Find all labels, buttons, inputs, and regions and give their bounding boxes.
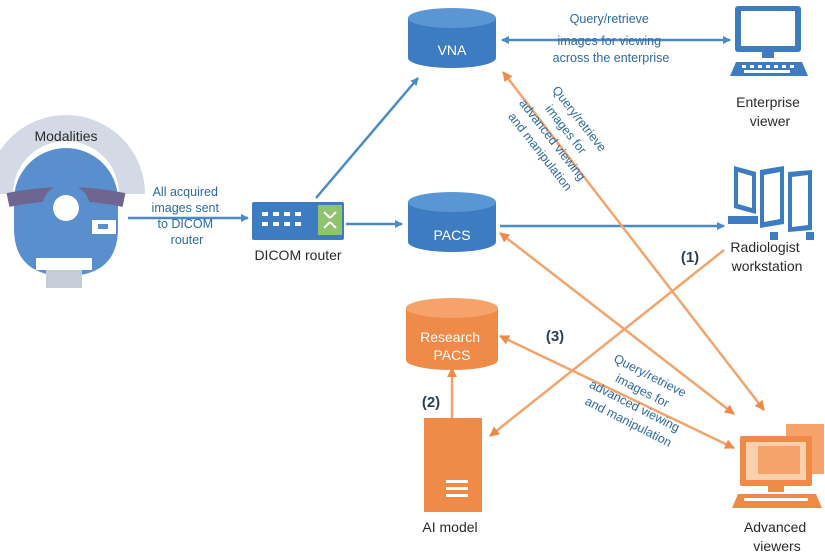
step-1-label: (1) [681, 249, 699, 266]
router-icon [252, 202, 344, 240]
server-icon [424, 418, 482, 512]
monitor-icon [730, 6, 808, 76]
research-pacs-label: Research PACS [420, 329, 484, 363]
arrow-research-advanced [499, 334, 735, 450]
enterprise-query-note: Query/retrieve images for viewing across… [553, 12, 670, 65]
research-pacs-database-icon [406, 298, 498, 370]
enterprise-viewer-label: Enterprise viewer [736, 94, 804, 129]
arrow-router-vna [315, 77, 419, 199]
ai-model-label: AI model [422, 519, 477, 535]
workstation-icon [728, 166, 814, 240]
advanced-viewers-icon [732, 424, 824, 508]
modalities-label: Modalities [34, 128, 97, 144]
step-2-label: (2) [422, 394, 440, 411]
vna-label: VNA [438, 42, 467, 58]
lower-query-note: Query/retrieve images for advanced viewi… [579, 347, 700, 452]
advanced-viewers-label: Advanced viewers [744, 519, 810, 554]
radiologist-workstation-label: Radiologist workstation [730, 239, 803, 274]
pacs-label: PACS [433, 227, 470, 243]
pacs-database-icon [408, 192, 496, 252]
step-3-label: (3) [546, 328, 564, 345]
scanner-icon [0, 115, 145, 288]
acquired-note: All acquired images sent to DICOM router [152, 185, 223, 247]
vna-database-icon [408, 8, 496, 68]
dicom-router-label: DICOM router [254, 247, 341, 263]
